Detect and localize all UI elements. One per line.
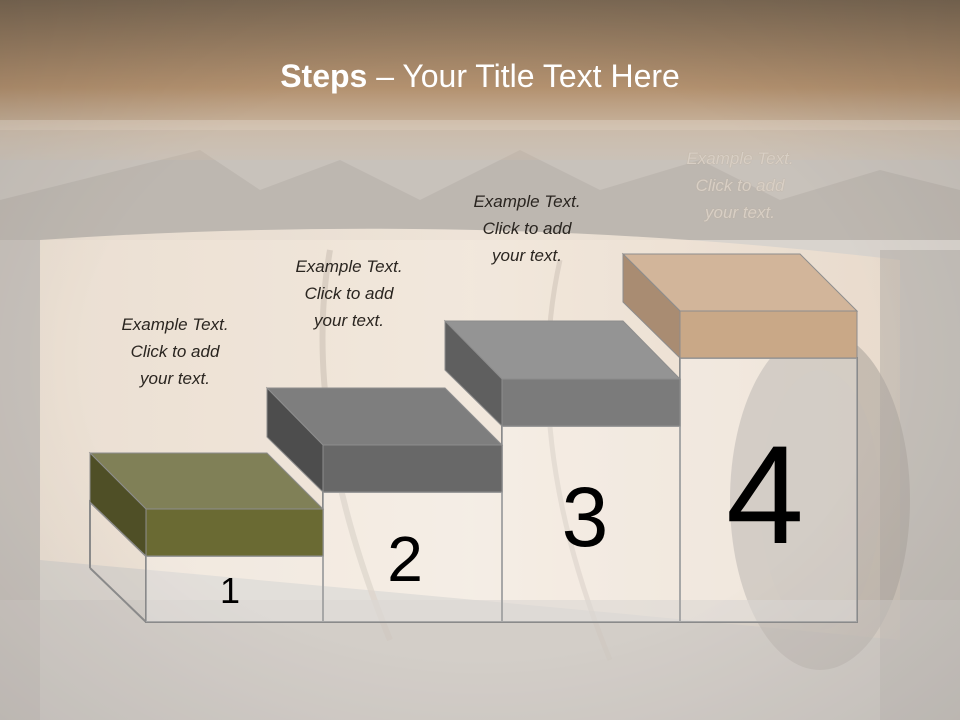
caption-line: Example Text. [686, 149, 794, 168]
step-1-number: 1 [219, 570, 241, 611]
caption-line: Example Text. [121, 315, 229, 334]
step-2-lid [265, 386, 504, 494]
step-4-number: 4 [726, 416, 804, 573]
caption-line: your text. [140, 369, 210, 388]
step-3-number: 3 [561, 470, 609, 564]
caption-line: Click to add [304, 284, 394, 303]
step-2-caption[interactable]: Example Text. Click to add your text. [264, 253, 434, 334]
caption-line: your text. [705, 203, 775, 222]
caption-line: your text. [492, 246, 562, 265]
page-title[interactable]: Steps – Your Title Text Here [0, 48, 960, 104]
step-3-caption[interactable]: Example Text. Click to add your text. [442, 188, 612, 269]
caption-line: Click to add [695, 176, 785, 195]
step-4-caption[interactable]: Example Text. Click to add your text. [655, 145, 825, 226]
caption-line: your text. [314, 311, 384, 330]
step-4-lid [621, 252, 859, 360]
title-rest: – Your Title Text Here [367, 58, 680, 94]
caption-line: Example Text. [295, 257, 403, 276]
step-3-lid [443, 319, 682, 428]
step-2-number: 2 [387, 523, 423, 595]
title-bold: Steps [280, 58, 368, 94]
caption-line: Click to add [130, 342, 220, 361]
caption-line: Click to add [482, 219, 572, 238]
step-1-lid [88, 451, 325, 558]
step-1-caption[interactable]: Example Text. Click to add your text. [90, 311, 260, 392]
caption-line: Example Text. [473, 192, 581, 211]
